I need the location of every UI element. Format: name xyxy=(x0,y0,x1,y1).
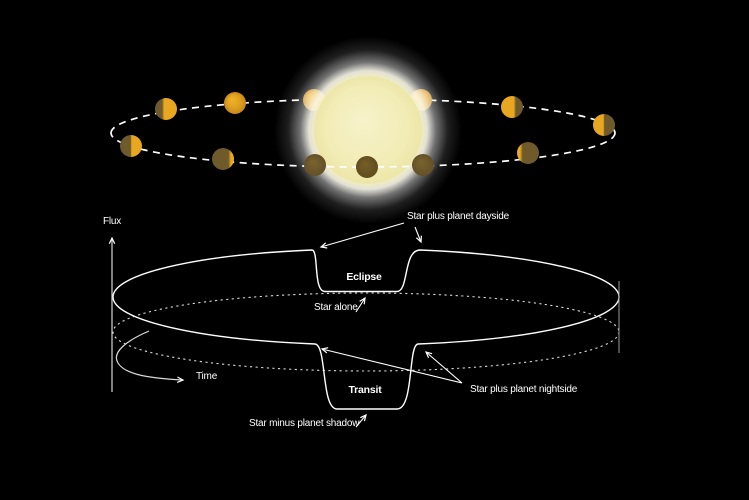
planet-dark xyxy=(304,154,326,176)
planet-half-bright-left xyxy=(593,114,615,136)
flux-axis-label: Flux xyxy=(103,216,122,227)
transit-label: Transit xyxy=(348,384,382,396)
planet-crescent-right xyxy=(212,148,234,170)
planet-gibbous-bright-right xyxy=(155,98,177,120)
planet-full xyxy=(224,92,246,114)
time-axis-label: Time xyxy=(196,371,218,382)
dayside-arrow-left xyxy=(319,222,405,249)
star-alone-label: Star alone xyxy=(314,302,358,313)
planet-dark-transit xyxy=(356,156,378,178)
star xyxy=(314,76,422,184)
nightside-arrow-left xyxy=(320,347,463,384)
planet-phases-front-row xyxy=(120,135,539,178)
star-alone-arrow xyxy=(355,296,366,313)
planet-gibbous-bright-left xyxy=(501,96,523,118)
dayside-arrow-right xyxy=(414,226,422,244)
planet-crescent-left xyxy=(517,142,539,164)
planet-dark xyxy=(412,154,434,176)
eclipse-label: Eclipse xyxy=(346,271,382,283)
time-direction-arrow xyxy=(115,330,185,383)
star-plus-planet-dayside-label: Star plus planet dayside xyxy=(407,211,509,222)
planet-half-bright-right xyxy=(120,135,142,157)
star-plus-planet-nightside-label: Star plus planet nightside xyxy=(470,384,578,395)
lightcurve-loop xyxy=(112,249,620,410)
shadow-arrow xyxy=(355,413,367,428)
nightside-arrow-right xyxy=(424,351,463,384)
star-minus-planet-shadow-label: Star minus planet shadow xyxy=(249,418,360,429)
